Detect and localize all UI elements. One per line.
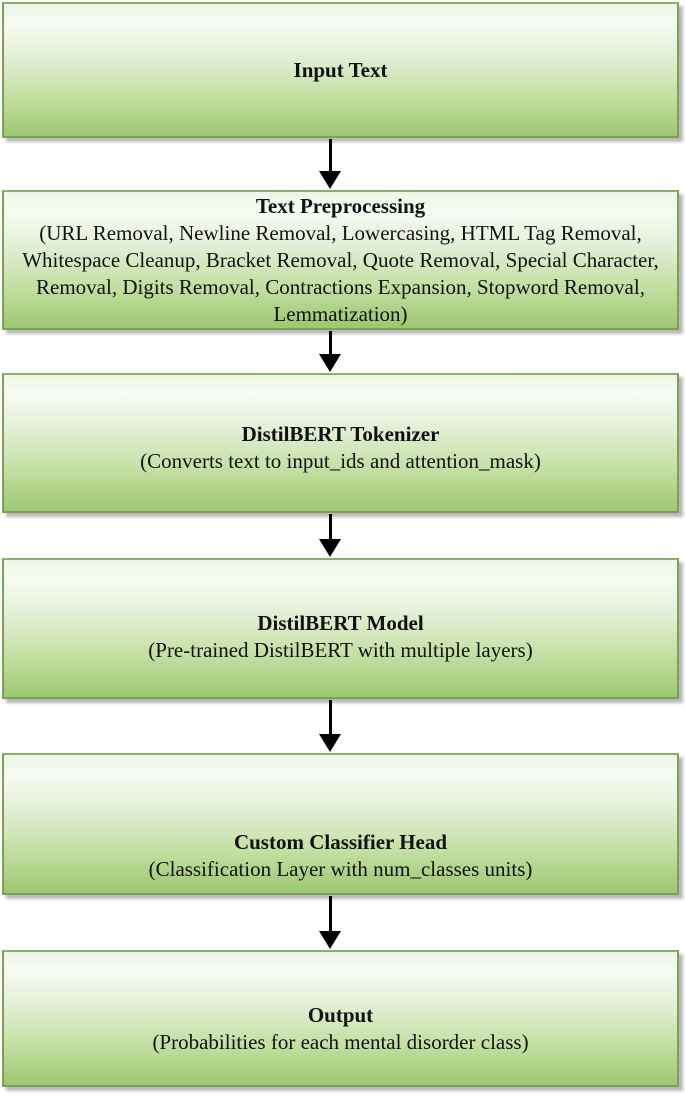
down-arrow-1 [319,139,341,189]
box-subtitle: (Probabilities for each mental disorder … [152,1029,529,1054]
arrow-shaft [328,700,332,734]
box-content: DistilBERT Tokenizer (Converts text to i… [4,421,677,475]
down-arrow-5 [319,896,341,949]
box-title: Output [307,1002,374,1027]
box-content: Output (Probabilities for each mental di… [4,1002,677,1056]
arrow-shaft [328,514,332,539]
flow-box-input-text: Input Text [2,2,679,138]
box-subtitle: (Converts text to input_ids and attentio… [140,449,541,473]
down-arrow-4 [319,700,341,752]
arrowhead-icon [319,931,341,949]
flow-box-output: Output (Probabilities for each mental di… [2,950,679,1087]
box-content: Custom Classifier Head (Classification L… [4,829,677,883]
arrow-shaft [328,139,332,171]
arrowhead-icon [319,539,341,557]
box-title: DistilBERT Tokenizer [241,422,440,446]
box-subtitle: (Pre-trained DistilBERT with multiple la… [148,637,533,662]
arrow-shaft [328,331,332,354]
flow-box-custom-classifier-head: Custom Classifier Head (Classification L… [2,753,679,895]
box-subtitle: (Classification Layer with num_classes u… [148,857,533,881]
arrowhead-icon [319,354,341,372]
box-content: Text Preprocessing (URL Removal, Newline… [4,193,677,328]
box-subtitle: (URL Removal, Newline Removal, Lowercasi… [22,220,659,326]
arrowhead-icon [319,734,341,752]
arrow-shaft [328,896,332,931]
box-content: Input Text [4,57,677,84]
down-arrow-2 [319,331,341,372]
arrowhead-icon [319,171,341,189]
box-title: Custom Classifier Head [233,830,448,854]
flow-box-distilbert-model: DistilBERT Model (Pre-trained DistilBERT… [2,558,679,699]
box-content: DistilBERT Model (Pre-trained DistilBERT… [4,610,677,664]
down-arrow-3 [319,514,341,557]
box-title: DistilBERT Model [257,610,424,635]
flow-box-text-preprocessing: Text Preprocessing (URL Removal, Newline… [2,190,679,330]
box-title: Text Preprocessing [255,193,426,218]
box-title: Input Text [293,57,388,82]
flow-box-distilbert-tokenizer: DistilBERT Tokenizer (Converts text to i… [2,373,679,513]
